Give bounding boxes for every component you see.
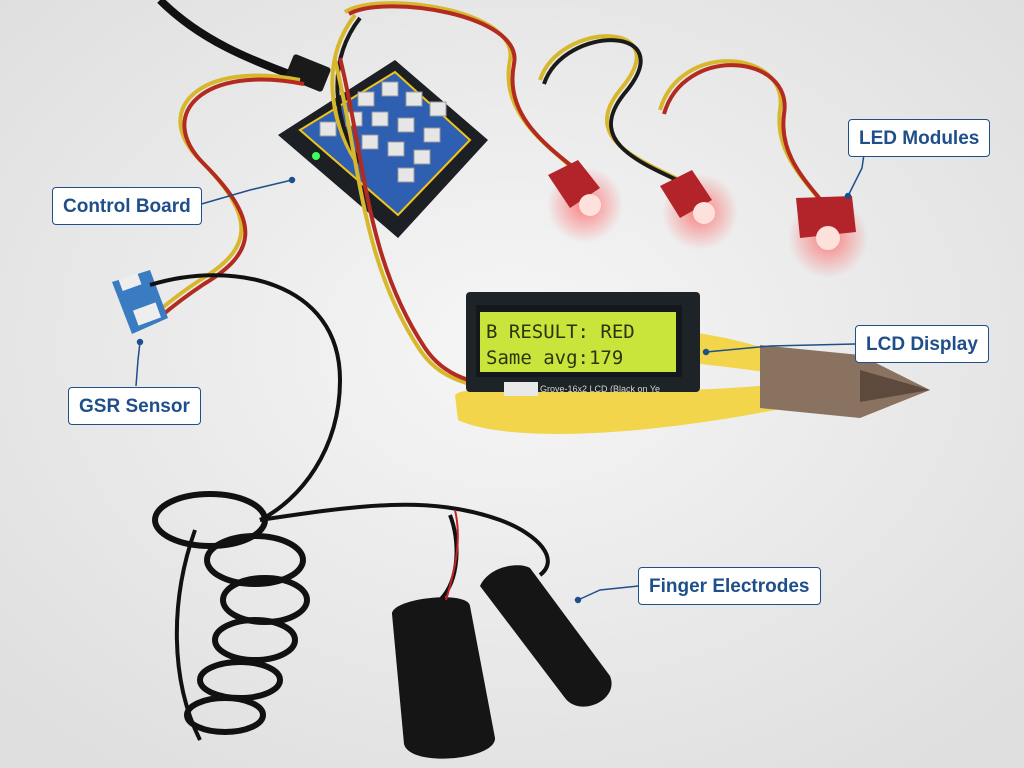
led-wires — [330, 1, 826, 206]
power-led — [312, 152, 320, 160]
lcd-pcb-label: Grove-16x2 LCD (Black on Ye — [540, 384, 660, 394]
lcd-module: B RESULT: RED Same avg:179 Grove-16x2 LC… — [466, 292, 709, 396]
callout-led-modules: LED Modules — [848, 119, 991, 157]
callout-leaders — [135, 153, 865, 604]
callout-finger-electrodes: Finger Electrodes — [638, 567, 821, 605]
callout-lcd-display: LCD Display — [855, 325, 989, 363]
lcd-screen — [480, 312, 676, 372]
callout-control-board: Control Board — [52, 187, 202, 225]
led-module-2 — [660, 170, 738, 250]
gsr-sensor-module — [112, 270, 168, 334]
led-module-3 — [788, 196, 868, 278]
lcd-line-1: B RESULT: RED — [486, 321, 635, 343]
led-module-1 — [547, 160, 623, 243]
coiled-cable — [152, 491, 310, 741]
finger-electrode-left — [392, 509, 496, 759]
lcd-line-2: Same avg:179 — [486, 347, 623, 369]
finger-electrode-right — [480, 565, 612, 707]
callout-gsr-sensor: GSR Sensor — [68, 387, 201, 425]
grove-connectors — [319, 81, 447, 183]
control-board — [278, 60, 488, 238]
sensor-wire — [148, 73, 305, 324]
